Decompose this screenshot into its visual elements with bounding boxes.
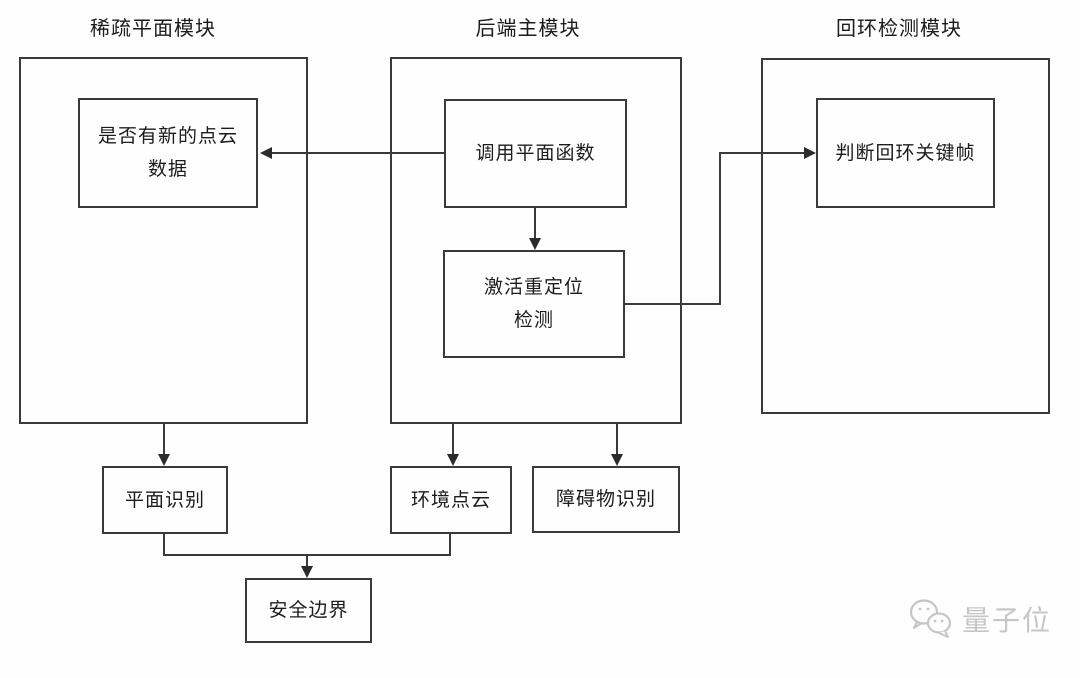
arrowhead-left-icon	[260, 147, 272, 159]
arrowhead-right-icon	[804, 147, 816, 159]
connector-to-loop-keyframe-line	[721, 152, 804, 154]
node-label: 环境点云	[410, 488, 491, 511]
module-box-loop-detection	[761, 58, 1050, 414]
node-plane-recognition: 平面识别	[102, 466, 228, 534]
connector-to-safety-boundary-line	[306, 556, 308, 568]
connector-env-pointcloud-down-line	[449, 534, 451, 556]
connector-relocalization-out-line	[625, 303, 721, 305]
wechat-icon	[909, 599, 952, 638]
node-call-plane-function: 调用平面函数	[444, 99, 627, 208]
node-label: 检测	[513, 309, 554, 331]
node-label: 数据	[147, 158, 188, 180]
arrowhead-down-icon	[529, 238, 541, 250]
module-box-backend-main	[390, 57, 682, 424]
node-new-pointcloud-data: 是否有新的点云 数据	[78, 98, 258, 208]
connector-module-to-plane-recognition-line	[163, 424, 165, 455]
connector-callplane-to-pointcloud-line	[272, 152, 444, 154]
connector-relocalization-up-line	[719, 152, 721, 305]
node-activate-relocalization: 激活重定位 检测	[443, 250, 625, 358]
connector-module-to-env-pointcloud-line	[452, 424, 454, 455]
arrowhead-down-icon	[158, 454, 170, 466]
watermark: 量子位	[908, 598, 1052, 640]
node-environment-pointcloud: 环境点云	[390, 466, 512, 534]
node-label: 安全边界	[268, 599, 349, 621]
node-obstacle-recognition: 障碍物识别	[532, 466, 680, 533]
node-safety-boundary: 安全边界	[245, 578, 372, 643]
connector-plane-recognition-down-line	[163, 534, 165, 556]
module-title-sparse-plane: 稀疏平面模块	[90, 16, 216, 40]
node-label: 判断回环关键帧	[835, 141, 976, 164]
watermark-label: 量子位	[962, 604, 1053, 637]
module-box-sparse-plane	[19, 57, 308, 424]
arrowhead-down-icon	[301, 566, 313, 578]
connector-join-line	[163, 554, 451, 556]
node-judge-loop-keyframe: 判断回环关键帧	[816, 98, 995, 208]
node-label: 平面识别	[124, 488, 205, 511]
node-label: 是否有新的点云	[97, 125, 238, 147]
connector-callplane-to-relocalization-line	[534, 208, 536, 239]
connector-module-to-obstacle-line	[616, 424, 618, 455]
arrowhead-down-icon	[611, 454, 623, 466]
module-title-backend-main: 后端主模块	[475, 16, 581, 40]
node-label: 调用平面函数	[475, 142, 596, 164]
arrowhead-down-icon	[447, 454, 459, 466]
node-label: 激活重定位	[483, 276, 584, 298]
module-title-loop-detection: 回环检测模块	[836, 16, 962, 40]
node-label: 障碍物识别	[555, 488, 656, 510]
